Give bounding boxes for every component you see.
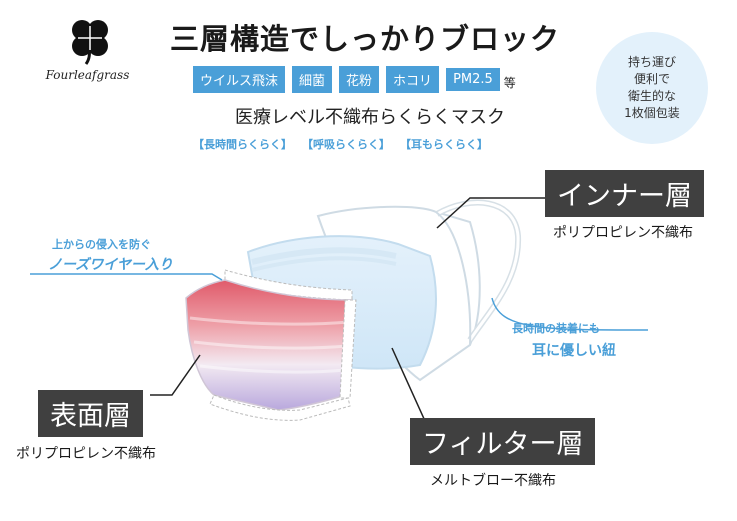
surface-layer-binding-side: [339, 299, 357, 399]
tag-pm25: PM2.5: [446, 68, 500, 91]
subtitle: 医療レベル不織布らくらくマスク: [235, 107, 505, 128]
surface-layer-material: ポリプロピレン不織布: [16, 446, 156, 462]
feature-breathing: 【呼吸らくらく】: [302, 138, 390, 151]
tags-suffix: 等: [503, 76, 516, 90]
leader-inner-layer: [436, 197, 545, 229]
feature-ears: 【耳もらくらく】: [400, 138, 488, 151]
leader-surface-layer: [150, 354, 201, 396]
surface-layer-binding-top: [224, 269, 353, 301]
ear-loop-title: 耳に優しい紐: [532, 343, 616, 359]
feature-long-wear: 【長時間らくらく】: [193, 138, 292, 151]
nose-wire-title: ノーズワイヤー入り: [48, 257, 173, 273]
protection-tags: ウイルス飛沫 細菌 花粉 ホコリ PM2.5 等: [193, 66, 516, 93]
surface-layer-binding-bottom: [209, 394, 351, 421]
nose-wire-note: 上からの侵入を防ぐ: [52, 238, 151, 251]
inner-layer-title: インナー層: [545, 170, 704, 217]
four-leaf-clover-icon: [72, 20, 108, 65]
feature-list: 【長時間らくらく】 【呼吸らくらく】 【耳もらくらく】: [193, 136, 488, 152]
leader-ear-loop: [491, 297, 649, 331]
badge-line: 持ち運び: [627, 55, 676, 69]
surface-layer-title: 表面層: [38, 390, 143, 437]
tag-bacteria: 細菌: [292, 66, 333, 93]
individual-pack-badge: 持ち運び 便利で 衛生的な 1枚個包装: [596, 32, 708, 144]
tag-pollen: 花粉: [339, 66, 380, 93]
brand-name: Fourleafgrass: [45, 68, 130, 82]
ear-loop-note: 長時間の装着にも: [512, 322, 600, 335]
badge-line: 便利で: [633, 72, 670, 86]
badge-line: 衛生的な: [627, 89, 676, 103]
inner-layer-material: ポリプロピレン不織布: [553, 225, 693, 241]
leader-nose-wire: [30, 273, 223, 281]
tag-virus-droplet: ウイルス飛沫: [193, 66, 286, 93]
badge-line: 1枚個包装: [624, 106, 680, 120]
headline: 三層構造でしっかりブロック: [169, 22, 560, 56]
tag-dust: ホコリ: [386, 66, 440, 93]
filter-layer-title: フィルター層: [410, 418, 596, 465]
filter-layer-material: メルトブロー不織布: [430, 473, 556, 489]
